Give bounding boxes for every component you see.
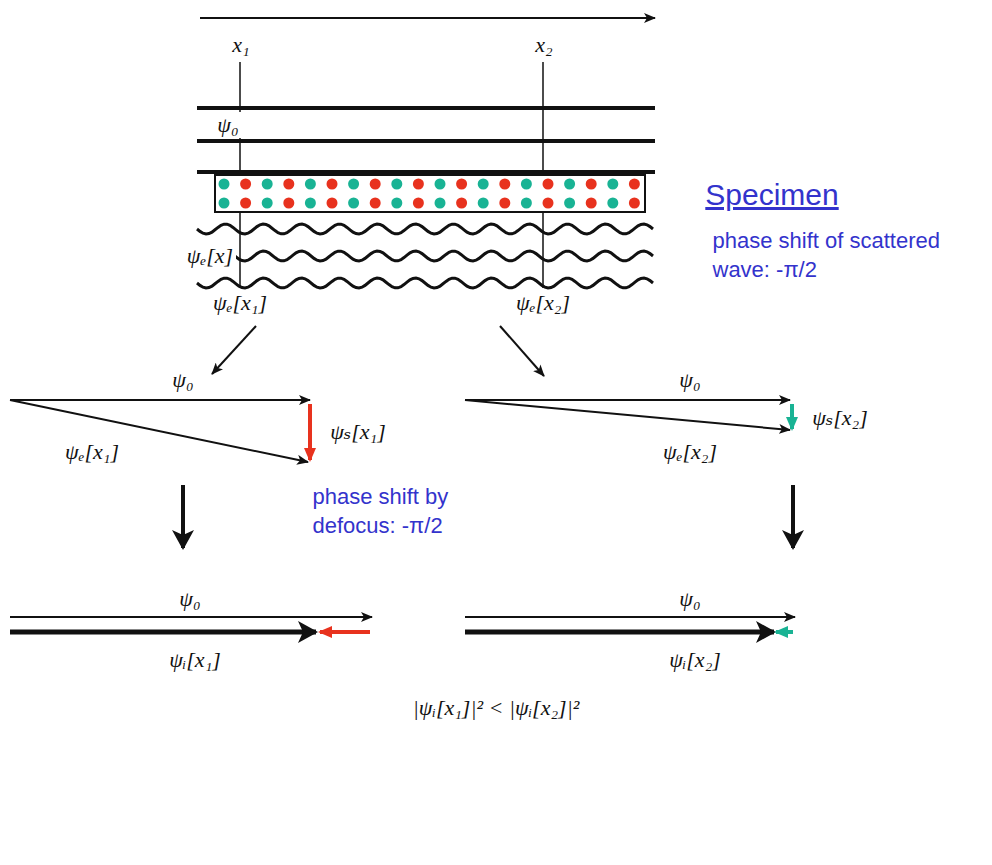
atom-dot xyxy=(348,198,359,209)
wave-line xyxy=(197,224,653,234)
wave-label: ψₑ[x₂] xyxy=(516,290,570,315)
atom-dot xyxy=(391,179,402,190)
atom-dot xyxy=(262,179,273,190)
flow-arrow xyxy=(500,326,544,376)
vector-psi0 xyxy=(10,399,310,401)
atom-dot xyxy=(629,179,640,190)
atom-dot xyxy=(219,179,230,190)
atom-dot xyxy=(262,198,273,209)
atom-dot xyxy=(348,179,359,190)
atom-dot xyxy=(240,179,251,190)
vector-label: ψᵢ[x₂] xyxy=(669,647,721,672)
atom-dot xyxy=(499,179,510,190)
intensity-relation: |ψᵢ[x₁]|² < |ψᵢ[x₂]|² xyxy=(413,695,580,720)
atom-dot xyxy=(413,198,424,209)
flow-arrow xyxy=(181,485,185,548)
atom-dot xyxy=(240,198,251,209)
vector-label: ψ₀ xyxy=(179,586,200,611)
atom-dot xyxy=(607,179,618,190)
specimen-atoms xyxy=(219,179,640,209)
atom-dot xyxy=(283,179,294,190)
exit-wave xyxy=(197,224,653,288)
vector-label: ψᵢ[x₁] xyxy=(169,647,221,672)
flow-arrow xyxy=(791,485,795,548)
note: phase shift by defocus: -π/2 xyxy=(313,483,488,540)
vector-label: ψ₀ xyxy=(679,586,700,611)
vector-psis xyxy=(320,630,370,634)
atom-dot xyxy=(564,198,575,209)
vector-label: ψₑ[x₁] xyxy=(65,439,119,464)
atom-dot xyxy=(607,198,618,209)
atom-dot xyxy=(478,179,489,190)
atom-dot xyxy=(456,198,467,209)
atom-dot xyxy=(413,179,424,190)
vector-psis xyxy=(776,630,793,634)
atom-dot xyxy=(327,198,338,209)
flow-arrow xyxy=(212,326,256,374)
position-label: x₂ xyxy=(535,32,552,57)
atom-dot xyxy=(219,198,230,209)
wave-label: ψₑ[x₁] xyxy=(213,290,267,315)
atom-dot xyxy=(435,198,446,209)
wave-label: ψ₀ xyxy=(214,112,241,137)
atom-dot xyxy=(305,198,316,209)
position-label: x₁ xyxy=(232,32,249,57)
atom-dot xyxy=(564,179,575,190)
vector-psie xyxy=(10,400,308,462)
atom-dot xyxy=(283,198,294,209)
atom-dot xyxy=(521,198,532,209)
atom-dot xyxy=(391,198,402,209)
atom-dot xyxy=(586,198,597,209)
vector-psie xyxy=(465,400,790,430)
vector-psi0 xyxy=(465,399,790,401)
vector-label: ψ₀ xyxy=(679,367,700,392)
vector-label: ψₛ[x₂] xyxy=(812,405,868,430)
direction-arrow xyxy=(200,17,655,19)
vector-label: ψ₀ xyxy=(172,367,193,392)
vector-psis xyxy=(790,404,794,429)
incident-wave xyxy=(197,108,655,172)
atom-dot xyxy=(478,198,489,209)
atom-dot xyxy=(543,179,554,190)
atom-dot xyxy=(586,179,597,190)
vector-label: ψₛ[x₁] xyxy=(330,419,386,444)
atom-dot xyxy=(327,179,338,190)
atom-dot xyxy=(456,179,467,190)
vector-label: ψₑ[x₂] xyxy=(663,439,717,464)
vector-psis xyxy=(308,404,312,460)
note: phase shift of scattered wave: -π/2 xyxy=(713,227,948,284)
vector-psii xyxy=(10,630,316,635)
atom-dot xyxy=(543,198,554,209)
atom-dot xyxy=(629,198,640,209)
atom-dot xyxy=(370,179,381,190)
section-heading: Specimen xyxy=(705,178,838,213)
wave-label: ψₑ[x] xyxy=(184,243,236,268)
atom-dot xyxy=(370,198,381,209)
vector-psi0 xyxy=(465,616,795,618)
atom-dot xyxy=(435,179,446,190)
atom-dot xyxy=(521,179,532,190)
specimen-slab xyxy=(215,175,645,212)
vector-psii xyxy=(465,630,774,635)
atom-dot xyxy=(499,198,510,209)
vector-psi0 xyxy=(10,616,372,618)
atom-dot xyxy=(305,179,316,190)
wave-line xyxy=(197,251,653,261)
wave-line xyxy=(197,278,653,288)
